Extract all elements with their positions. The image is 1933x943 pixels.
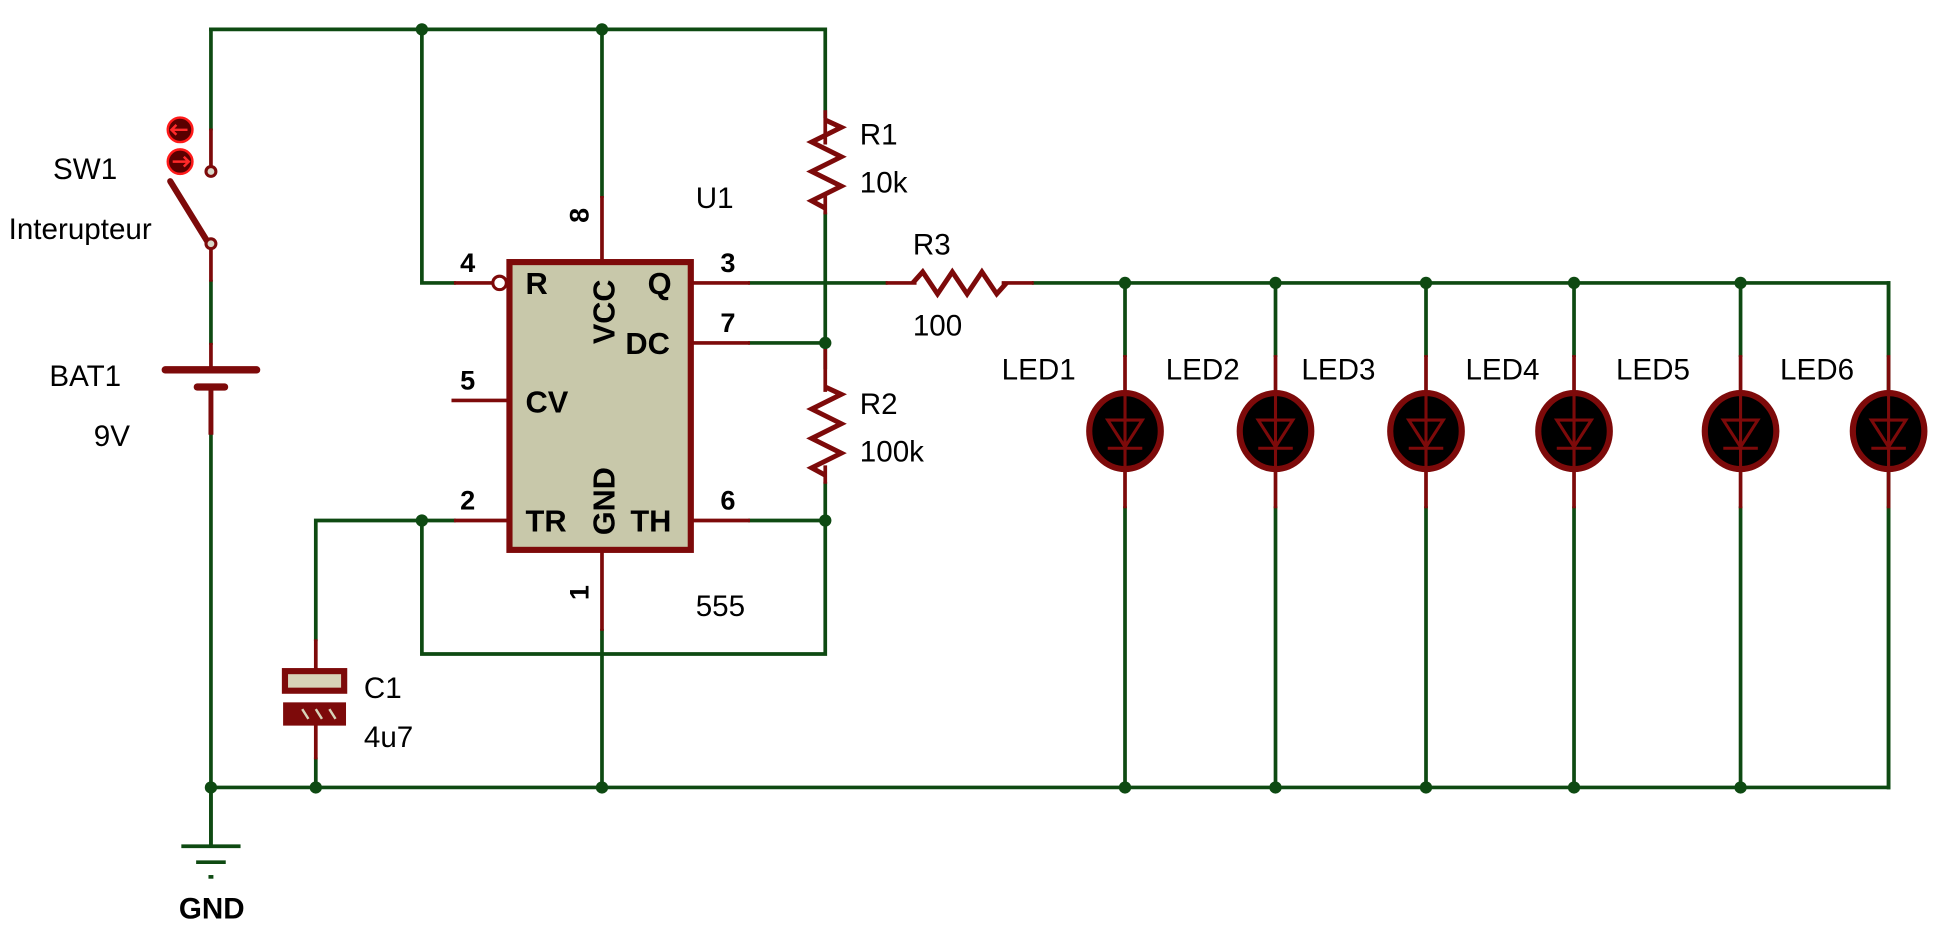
wire-vcc-rail <box>209 27 828 119</box>
battery-value: 9V <box>94 420 131 453</box>
pin-name-cv: CV <box>525 385 568 420</box>
diode-icon <box>1868 394 1909 468</box>
r3-value: 100 <box>913 310 962 343</box>
led-6[interactable]: LED6 <box>1780 354 1928 509</box>
junction <box>1269 276 1282 290</box>
junction <box>415 23 429 36</box>
resistor-r3[interactable]: R3 100 <box>885 229 1034 343</box>
pin-name-tr: TR <box>525 504 566 539</box>
c1-value: 4u7 <box>364 721 413 754</box>
capacitor-c1[interactable]: C1 4u7 <box>281 639 413 760</box>
led-ref: LED5 <box>1616 354 1690 387</box>
switch-sw1[interactable]: SW1 Interupteur <box>9 116 218 282</box>
pin-name-dc: DC <box>625 326 670 361</box>
pin-number-3: 3 <box>720 248 735 278</box>
pin-number-6: 6 <box>720 486 735 516</box>
junction <box>1419 781 1433 794</box>
wires <box>209 27 1891 847</box>
switch-contact-top <box>204 165 218 178</box>
led-array: LED1 LED2 LED3 LED4 LED5 LED6 <box>1002 354 1928 509</box>
ground-symbol: GND <box>179 844 245 926</box>
arrow-right-icon <box>172 155 191 168</box>
r2-ref: R2 <box>860 388 898 421</box>
pin-number-2: 2 <box>460 486 475 516</box>
r2-value: 100k <box>860 436 924 469</box>
junction <box>595 781 609 794</box>
pin-number-8: 8 <box>564 208 594 223</box>
pin-name-vcc: VCC <box>586 280 621 345</box>
led-ref: LED6 <box>1780 354 1854 387</box>
junction <box>1269 781 1282 794</box>
pin-number-4: 4 <box>460 248 475 278</box>
r1-value: 10k <box>860 166 908 199</box>
wire-led-bus <box>1031 281 1891 790</box>
ic-u1[interactable]: 4 5 2 8 1 3 7 6 R CV TR VCC GND Q DC TH … <box>451 182 751 631</box>
battery-bat1[interactable]: BAT1 9V <box>49 342 261 453</box>
c1-ref: C1 <box>364 672 402 705</box>
junction <box>415 514 429 527</box>
r3-zigzag <box>910 267 1009 299</box>
diode-icon <box>1553 394 1595 468</box>
switch-off-button[interactable] <box>166 148 194 176</box>
switch-ref: SW1 <box>53 153 117 186</box>
pin-4-inversion-bubble <box>491 274 508 292</box>
junction <box>309 781 322 794</box>
led-ref: LED2 <box>1166 354 1240 387</box>
junctions <box>204 23 1747 794</box>
junction <box>1118 276 1132 290</box>
wire-reset <box>420 27 456 285</box>
ground-label: GND <box>179 893 245 926</box>
resistor-r1[interactable]: R1 10k <box>806 110 908 215</box>
arrow-left-icon <box>169 124 188 136</box>
diode-icon <box>1405 394 1447 468</box>
wire-r2-th <box>420 481 828 656</box>
r3-ref: R3 <box>913 229 951 262</box>
led-ref: LED1 <box>1002 354 1076 387</box>
pin-number-1: 1 <box>564 585 594 600</box>
junction <box>1734 781 1747 794</box>
led-2[interactable]: LED2 <box>1166 354 1315 509</box>
led-5[interactable]: LED5 <box>1616 354 1780 509</box>
junction <box>1419 276 1433 290</box>
wire-trigger <box>313 518 456 642</box>
junction <box>204 781 218 794</box>
diode-icon <box>1720 394 1761 468</box>
junction <box>595 23 609 36</box>
junction <box>1734 276 1747 290</box>
switch-on-button[interactable] <box>166 116 194 144</box>
r2-zigzag <box>806 384 847 478</box>
diode-icon <box>1255 394 1296 468</box>
pin-name-q: Q <box>648 266 672 301</box>
pin-number-7: 7 <box>720 308 735 338</box>
r1-ref: R1 <box>860 119 898 152</box>
junction <box>1567 781 1581 794</box>
ic-value: 555 <box>696 590 745 623</box>
led-3[interactable]: LED3 <box>1301 354 1465 509</box>
junction <box>1118 781 1132 794</box>
pin-name-th: TH <box>630 504 671 539</box>
led-ref: LED3 <box>1301 354 1375 387</box>
ic-ref: U1 <box>696 182 734 215</box>
switch-value: Interupteur <box>9 213 152 246</box>
battery-ref: BAT1 <box>49 360 121 393</box>
led-1[interactable]: LED1 <box>1002 354 1164 509</box>
led-ref: LED4 <box>1465 354 1539 387</box>
diode-icon <box>1104 394 1146 468</box>
pin-name-gnd: GND <box>586 467 621 535</box>
led-4[interactable]: LED4 <box>1465 354 1613 509</box>
r1-zigzag <box>806 117 847 211</box>
pin-name-r: R <box>525 266 547 301</box>
switch-contact-bottom <box>204 237 218 251</box>
ic-body <box>506 259 694 553</box>
c1-plate-negative <box>283 702 347 726</box>
resistor-r2[interactable]: R2 100k <box>806 349 925 484</box>
pin-number-5: 5 <box>460 366 475 396</box>
junction <box>819 336 832 350</box>
c1-plate-positive <box>281 668 348 694</box>
junction <box>819 514 832 527</box>
switch-lever <box>167 178 211 245</box>
c1-hatch <box>301 708 337 720</box>
junction <box>1567 276 1581 290</box>
